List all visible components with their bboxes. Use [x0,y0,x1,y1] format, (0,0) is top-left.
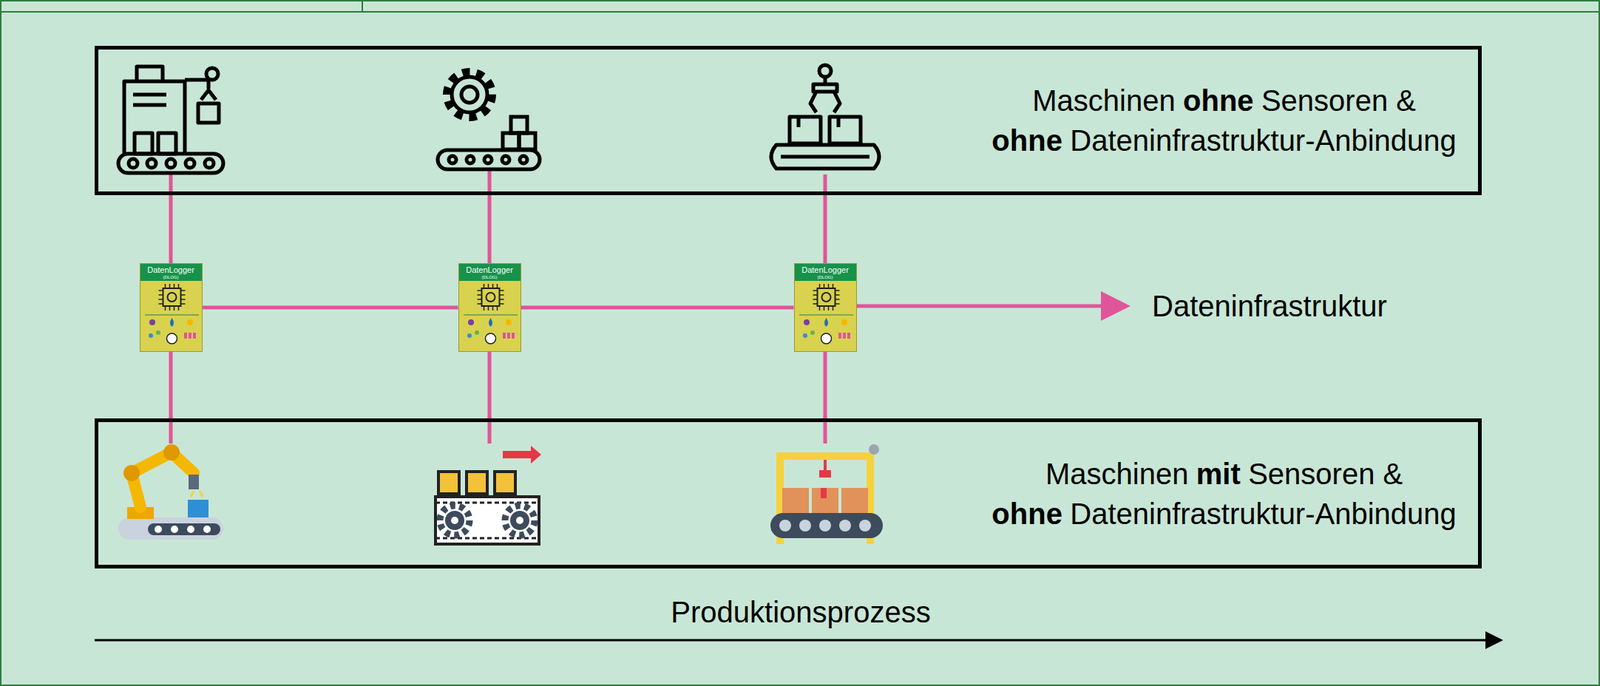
logger-art [140,280,204,353]
box-label: MaschinenmitSensoren & ohneDateninfrastru… [987,453,1461,534]
label-part: Sensoren & [1248,457,1403,491]
label-part: Maschinen [1045,457,1189,491]
machine-group-box: MaschinenohneSensoren &ohneDateninfrastr… [94,45,1482,196]
machine-group-box: MaschinenmitSensoren & ohneDateninfrastru… [94,418,1482,569]
infrastructure-label: Dateninfrastruktur [1151,289,1388,324]
label-part: ohne [991,124,1063,157]
label-part: mit [1196,457,1241,491]
box-label: MaschinenohneSensoren &ohneDateninfrastr… [987,80,1461,161]
connector-line [823,351,828,419]
connector-line [169,351,174,419]
data-logger: DatenLogger(DLOG) [458,263,522,352]
connector-line [521,306,795,310]
label-part: Sensoren & [1261,84,1416,117]
logger-text: DatenLogger [141,265,201,276]
data-logger: DatenLogger(DLOG) [794,263,857,352]
logger-art [459,280,522,353]
logger-header: DatenLogger(DLOG) [459,263,521,281]
logger-art [794,280,858,353]
logger-text: (DLOG) [796,275,855,281]
connector-line [823,195,828,264]
logger-text: (DLOG) [460,275,520,281]
process-label: Produktionsprozess [670,595,931,630]
label-part: ohne [991,497,1063,531]
data-logger: DatenLogger(DLOG) [139,263,203,352]
connector-line [169,195,174,264]
connector-line [487,351,492,419]
label-part: ohne [1182,84,1254,117]
logger-text: (DLOG) [141,275,201,281]
label-part: Dateninfrastruktur-Anbindung [1069,124,1457,157]
connector-line [202,306,459,310]
logger-text: DatenLogger [460,265,520,276]
logger-header: DatenLogger(DLOG) [140,263,202,281]
connector-line [487,195,492,264]
logger-text: DatenLogger [796,265,855,276]
label-part: Dateninfrastruktur-Anbindung [1069,497,1457,531]
label-part: Maschinen [1032,84,1175,117]
logger-header: DatenLogger(DLOG) [794,263,857,281]
